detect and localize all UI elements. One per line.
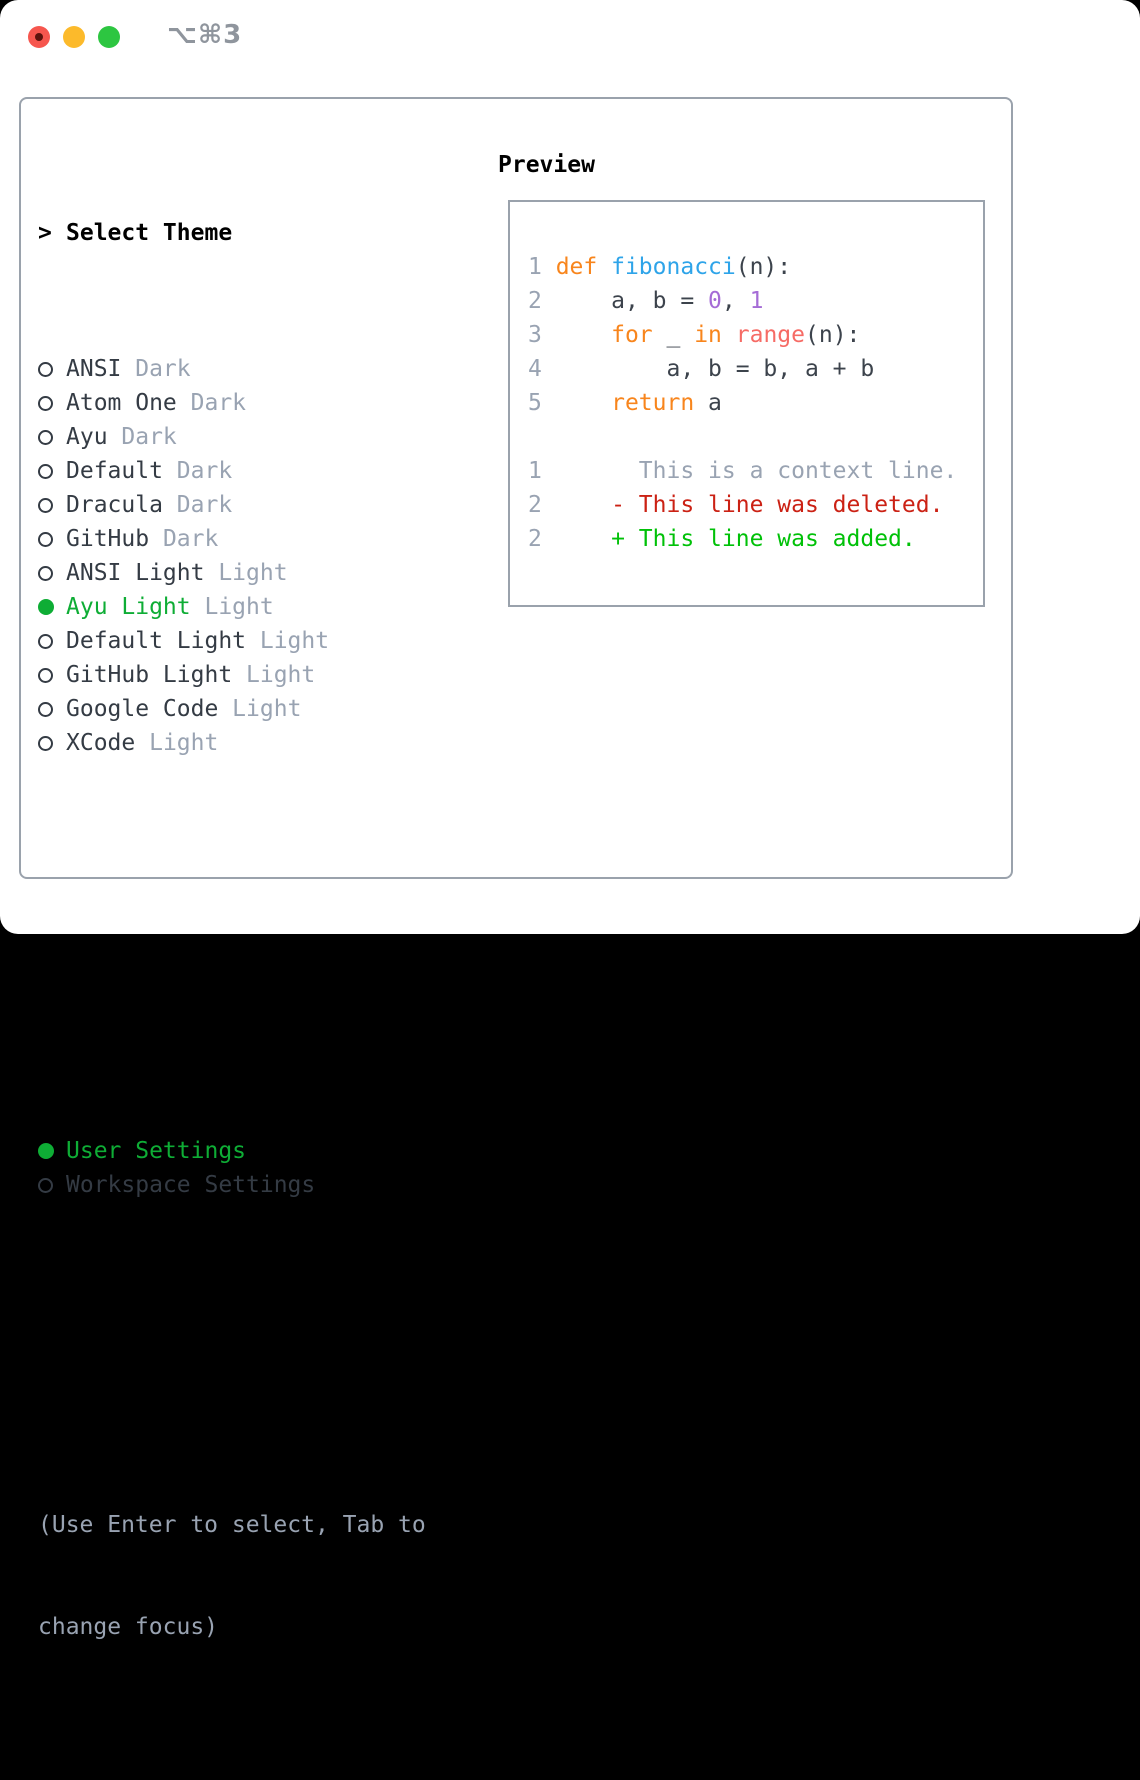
option-label: Default Light (66, 628, 247, 654)
code-line: 5 return a (528, 390, 722, 416)
hint-text: (Use Enter to select, Tab to change focu… (38, 1440, 488, 1712)
preview-box: 1 def fibonacci(n): 2 a, b = 0, 1 3 for _ … (508, 200, 985, 607)
option-label: Ayu Light (66, 594, 191, 620)
code-line (528, 420, 957, 454)
code-line: 2 a, b = 0, 1 (528, 288, 764, 314)
radio-icon (38, 735, 66, 751)
theme-option[interactable]: GitHub Light Light (38, 658, 488, 692)
hint-line-1: (Use Enter to select, Tab to (38, 1512, 426, 1538)
theme-option[interactable]: Default Light Light (38, 624, 488, 658)
spacer (38, 862, 488, 896)
radio-icon (38, 701, 66, 717)
option-variant: Light (204, 560, 288, 586)
option-label: XCode (66, 730, 136, 756)
code-line: 4 a, b = b, a + b (528, 356, 875, 382)
code-line: 2 - This line was deleted. (528, 492, 944, 518)
option-label: Workspace Settings (66, 1172, 316, 1198)
option-variant: Light (246, 628, 330, 654)
theme-option[interactable]: Dracula Dark (38, 488, 488, 522)
theme-option[interactable]: Atom One Dark (38, 386, 488, 420)
preview-header: Preview (498, 152, 595, 178)
theme-option[interactable]: Default Dark (38, 454, 488, 488)
code-line: 3 for _ in range(n): (528, 322, 861, 348)
option-variant: Light (135, 730, 219, 756)
code-line: 1 def fibonacci(n): (528, 254, 792, 280)
theme-option[interactable]: ANSI Dark (38, 352, 488, 386)
option-variant: Dark (107, 424, 177, 450)
option-label: Dracula (66, 492, 163, 518)
option-variant: Dark (121, 356, 191, 382)
option-label: User Settings (66, 1138, 247, 1164)
option-label: Ayu (66, 424, 108, 450)
option-variant: Dark (162, 492, 233, 518)
close-button[interactable] (28, 26, 50, 48)
option-variant: Light (232, 662, 316, 688)
apply-to-header: Apply To (38, 998, 488, 1032)
option-label: ANSI Light (66, 560, 205, 586)
option-label: ANSI (66, 356, 122, 382)
close-dot-icon (35, 33, 43, 41)
radio-icon (38, 565, 66, 581)
radio-selected-icon (38, 599, 66, 615)
radio-icon (38, 531, 66, 547)
option-variant: Light (218, 696, 302, 722)
apply-to-option[interactable]: Workspace Settings (38, 1168, 488, 1202)
radio-icon (38, 667, 66, 683)
radio-icon (38, 1177, 66, 1193)
theme-option[interactable]: XCode Light (38, 726, 488, 760)
minimize-button[interactable] (63, 26, 85, 48)
theme-option[interactable]: Ayu Dark (38, 420, 488, 454)
radio-selected-icon (38, 1143, 66, 1159)
option-variant: Dark (149, 526, 219, 552)
option-label: Default (66, 458, 163, 484)
theme-option[interactable]: Ayu Light Light (38, 590, 488, 624)
hint-line-2: change focus) (38, 1614, 219, 1640)
option-variant: Light (190, 594, 274, 620)
option-label: Google Code (66, 696, 219, 722)
radio-icon (38, 361, 66, 377)
select-theme-header: > Select Theme (38, 216, 488, 250)
select-theme-title: Select Theme (66, 220, 233, 246)
radio-icon (38, 633, 66, 649)
apply-to-title: Apply To (66, 1002, 177, 1028)
theme-option[interactable]: GitHub Dark (38, 522, 488, 556)
zoom-button[interactable] (98, 26, 120, 48)
theme-option[interactable]: Google Code Light (38, 692, 488, 726)
apply-to-option[interactable]: User Settings (38, 1134, 488, 1168)
radio-icon (38, 395, 66, 411)
option-label: GitHub (66, 526, 150, 552)
theme-option[interactable]: ANSI Light Light (38, 556, 488, 590)
traffic-lights (28, 26, 120, 48)
option-variant: Dark (162, 458, 233, 484)
spacer (38, 1304, 488, 1338)
code-preview: 1 def fibonacci(n): 2 a, b = 0, 1 3 for _ … (528, 250, 957, 556)
option-label: Atom One (66, 390, 177, 416)
option-variant: Dark (176, 390, 247, 416)
radio-icon (38, 497, 66, 513)
window-title: ⌥⌘3 (167, 20, 243, 50)
option-label: GitHub Light (66, 662, 233, 688)
code-line: 1 This is a context line. (528, 458, 958, 484)
radio-icon (38, 429, 66, 445)
code-line: 2 + This line was added. (528, 526, 916, 552)
radio-icon (38, 463, 66, 479)
focus-arrow-icon: > (38, 220, 52, 246)
